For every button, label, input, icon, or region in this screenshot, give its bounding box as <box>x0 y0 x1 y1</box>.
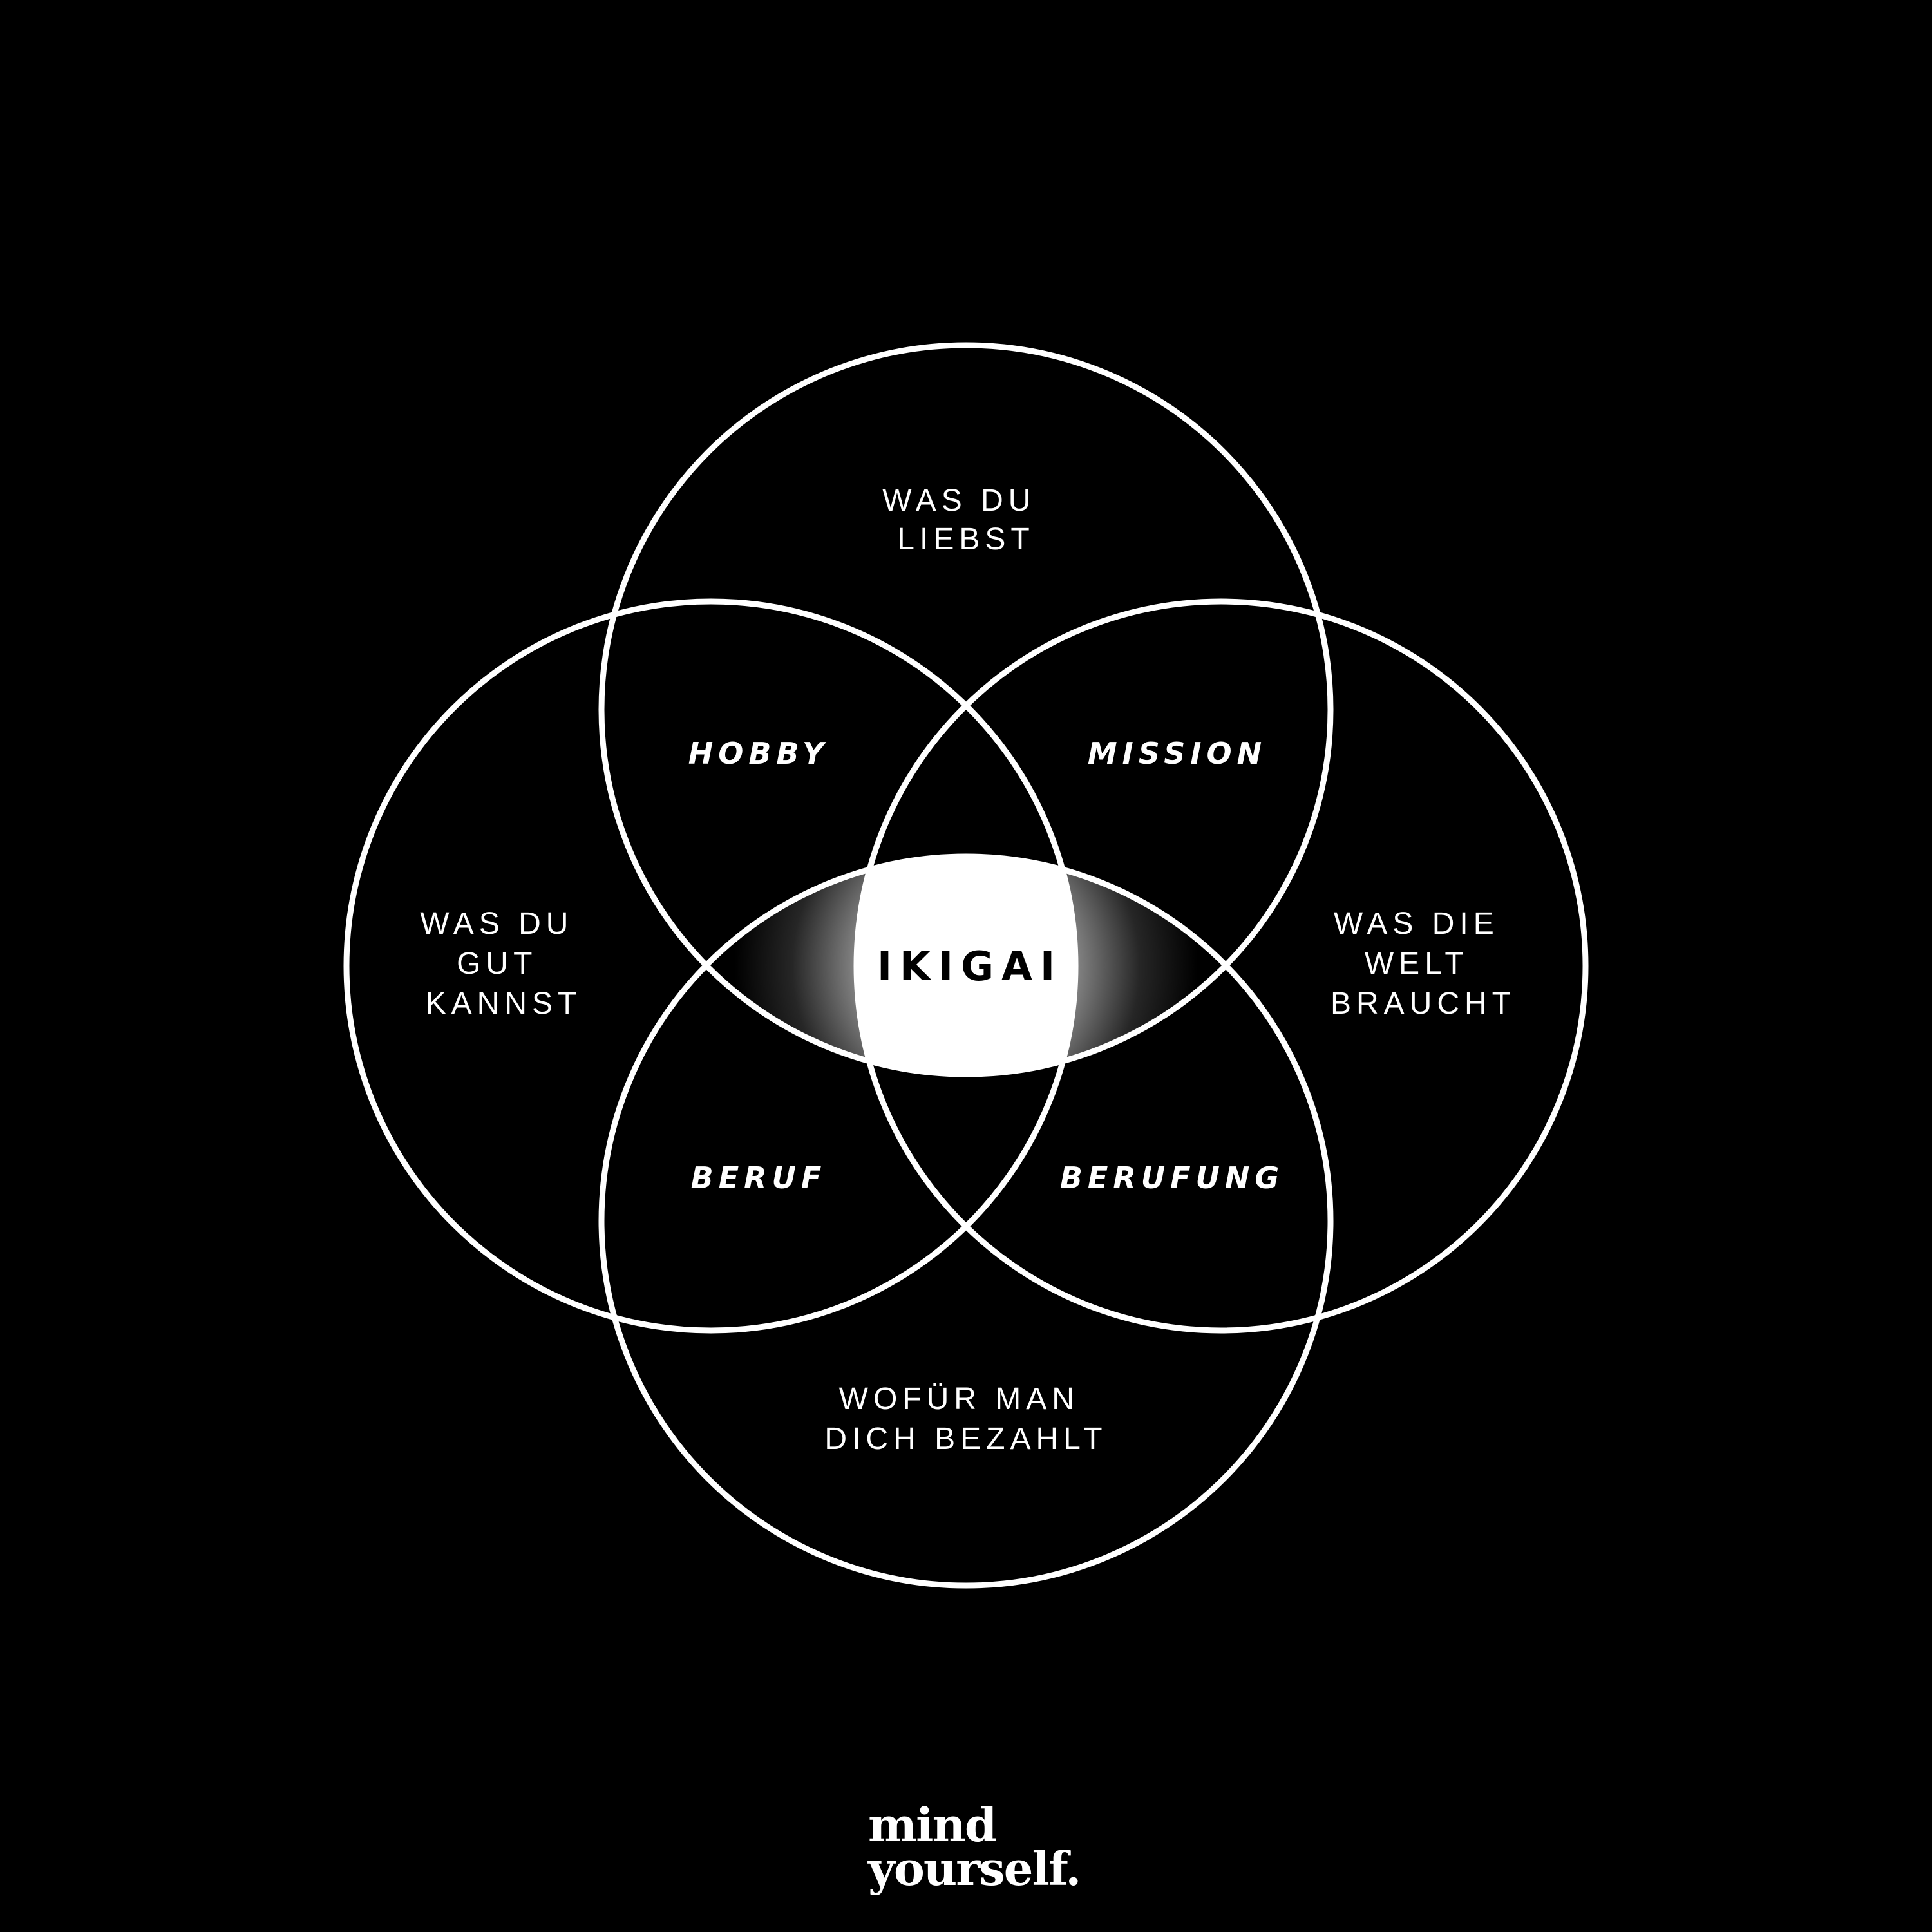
label-line: GUT <box>457 947 536 981</box>
label-line: BRAUCHT <box>1331 987 1516 1021</box>
ikigai-center-area <box>857 857 1075 1074</box>
label-line: WAS DIE <box>1334 907 1499 941</box>
label-was-die-welt-braucht: WAS DIE WELT BRAUCHT <box>1331 907 1516 1021</box>
label-beruf: BERUF <box>691 1160 827 1195</box>
label-berufung: BERUFUNG <box>1060 1160 1284 1195</box>
label-line: WAS DU <box>420 907 573 941</box>
mind-yourself-logo: mind yourself. <box>868 1797 1081 1896</box>
label-line: WOFÜR MAN <box>839 1382 1079 1416</box>
label-line: WELT <box>1365 947 1468 981</box>
label-wofuer-man-dich-bezahlt: WOFÜR MAN DICH BEZAHLT <box>824 1382 1107 1456</box>
label-line: KANNST <box>426 987 582 1021</box>
circle-wofuer-man-dich-bezahlt <box>598 853 1334 1589</box>
label-line: DICH BEZAHLT <box>824 1422 1107 1456</box>
circle-was-du-liebst <box>598 342 1334 1077</box>
label-was-du-gut-kannst: WAS DU GUT KANNST <box>420 907 587 1021</box>
circle-was-du-gut-kannst <box>343 598 1079 1334</box>
label-line: WAS DU <box>882 484 1036 518</box>
circle-was-die-welt-braucht <box>853 598 1589 1334</box>
label-hobby: HOBBY <box>688 736 829 771</box>
label-line: LIEBST <box>897 522 1034 556</box>
logo-line-2: yourself. <box>868 1841 1081 1896</box>
label-was-du-liebst: WAS DU LIEBST <box>882 484 1050 556</box>
label-mission: MISSION <box>1088 736 1267 771</box>
label-ikigai: IKIGAI <box>877 943 1063 990</box>
logo-line-1: mind <box>868 1797 997 1852</box>
